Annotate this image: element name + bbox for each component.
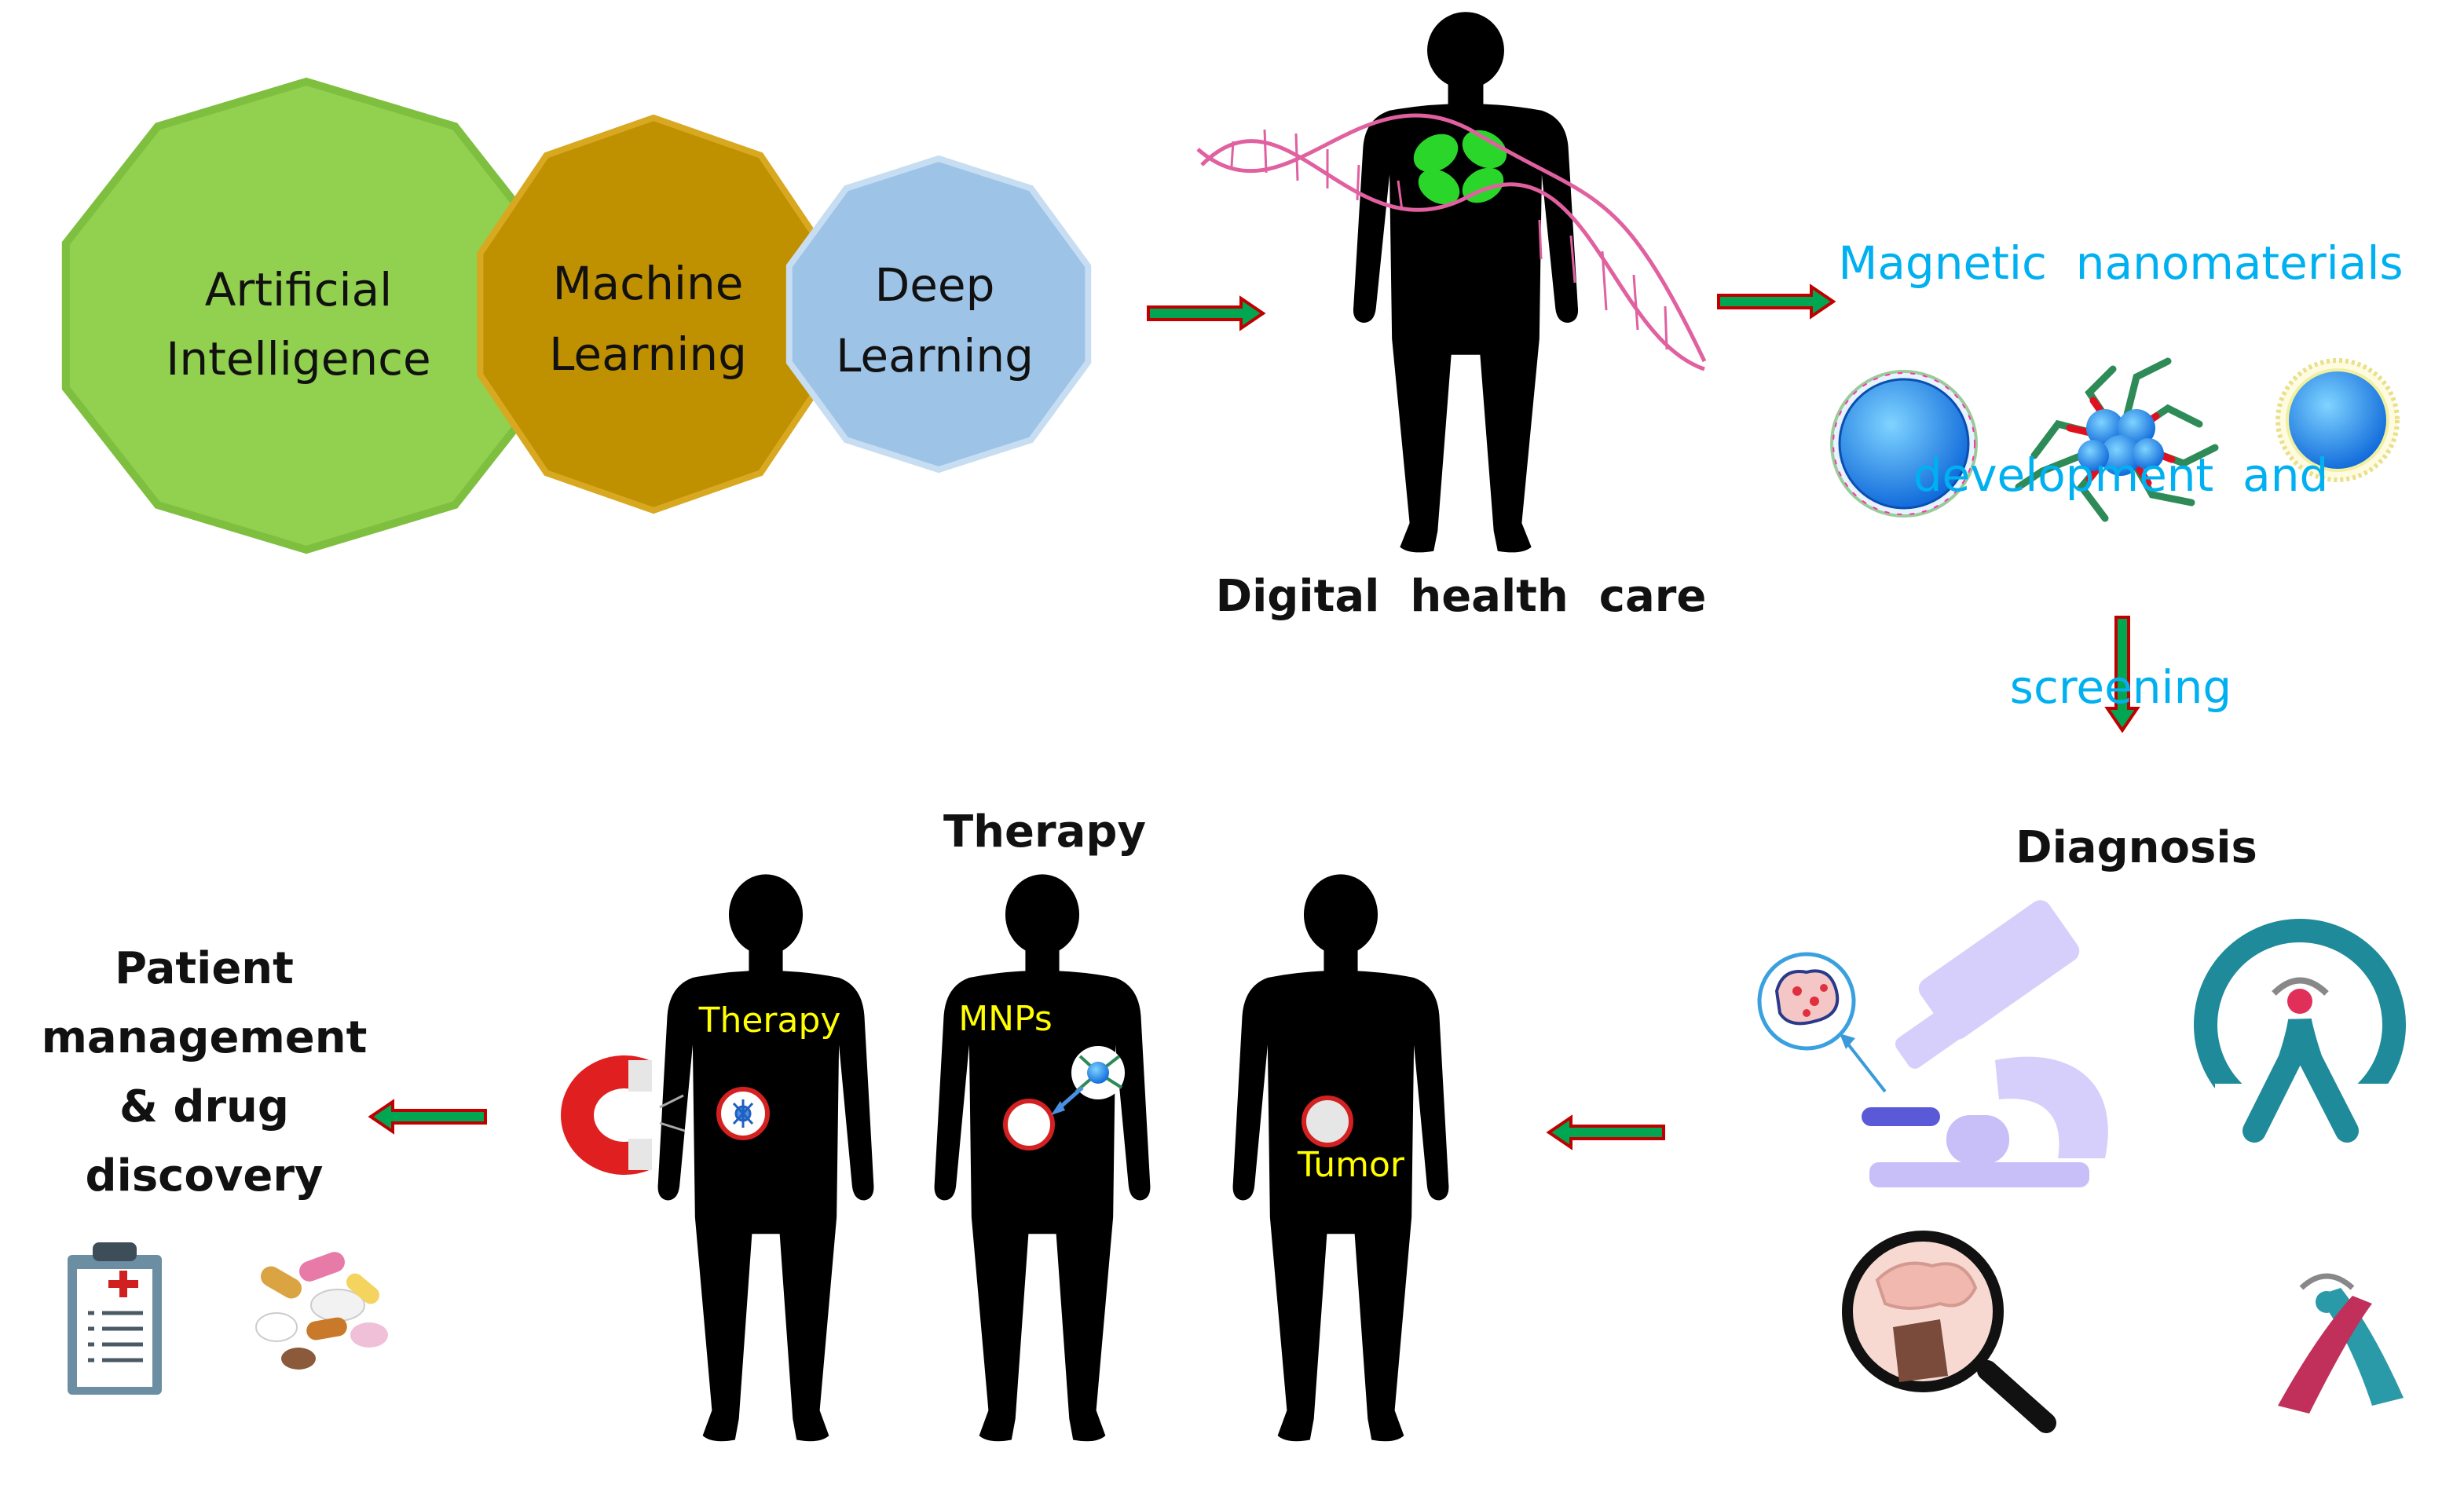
ai-label: Artificial Intelligence [149, 255, 448, 393]
awareness-ribbon-circle-icon [2194, 919, 2406, 1143]
dl-label: Deep Learning [817, 250, 1053, 391]
digital-health-label: Digital health care [1215, 571, 1707, 622]
pills-icon [255, 1252, 388, 1370]
machine-learning-decagon [477, 114, 830, 514]
diagnosis-label: Diagnosis [2016, 822, 2257, 873]
arrow-down [2104, 616, 2140, 733]
nanoparticle-cluster-icon [2015, 357, 2219, 522]
nanoparticle-small-icon [732, 1099, 754, 1128]
microscope-icon [1757, 900, 2108, 1187]
mnps-body-label: MNPs [958, 999, 1053, 1039]
nanoparticle-icon-1 [1830, 370, 1978, 518]
arrow-right-1 [1147, 295, 1266, 331]
patient-line-4: discovery [85, 1150, 324, 1202]
mnps-human-icon [934, 874, 1151, 1442]
arrow-left-2 [368, 1099, 487, 1135]
patient-management-label: Patient management & drug discovery [24, 935, 385, 1211]
patient-line-3: & drug [119, 1081, 289, 1132]
artificial-intelligence-decagon [61, 77, 551, 554]
nanoparticle-icon-2 [2275, 358, 2400, 482]
ml-label-line-2: Learning [549, 327, 747, 381]
tumor-body-label: Tumor [1298, 1145, 1404, 1185]
lung-icon [1413, 130, 1507, 205]
ml-label-line-1: Machine [552, 257, 744, 310]
arrow-right-2 [1717, 283, 1836, 320]
nanomaterials-line-2: development and [1913, 448, 2329, 502]
therapy-title: Therapy [943, 807, 1147, 858]
ai-label-line-1: Artificial [204, 263, 393, 316]
awareness-ribbon-icon [2278, 1273, 2404, 1414]
tumor-human-icon [1232, 874, 1449, 1442]
clipboard-icon [68, 1242, 162, 1395]
ml-label: Machine Learning [522, 248, 774, 390]
dl-label-line-1: Deep [874, 258, 995, 312]
dl-label-line-2: Learning [836, 329, 1034, 382]
arrow-left-1 [1546, 1114, 1665, 1150]
nanomaterials-line-3: screening [2009, 660, 2232, 714]
therapy-body-label: Therapy [698, 1000, 841, 1041]
magnet-icon [561, 1055, 686, 1175]
patient-line-1: Patient [115, 943, 294, 994]
therapy-human-icon [657, 874, 874, 1442]
nanomaterials-label: Magnetic nanomaterials development and s… [1807, 86, 2435, 793]
tissue-magnifier-icon [1842, 1231, 2056, 1433]
deep-learning-decagon [785, 155, 1092, 474]
digital-health-human-icon [1196, 12, 1707, 553]
patient-line-2: management [41, 1012, 368, 1063]
nanomaterials-line-1: Magnetic nanomaterials [1838, 236, 2404, 290]
dna-helix-icon [1196, 113, 1707, 371]
ai-label-line-2: Intelligence [166, 332, 431, 386]
